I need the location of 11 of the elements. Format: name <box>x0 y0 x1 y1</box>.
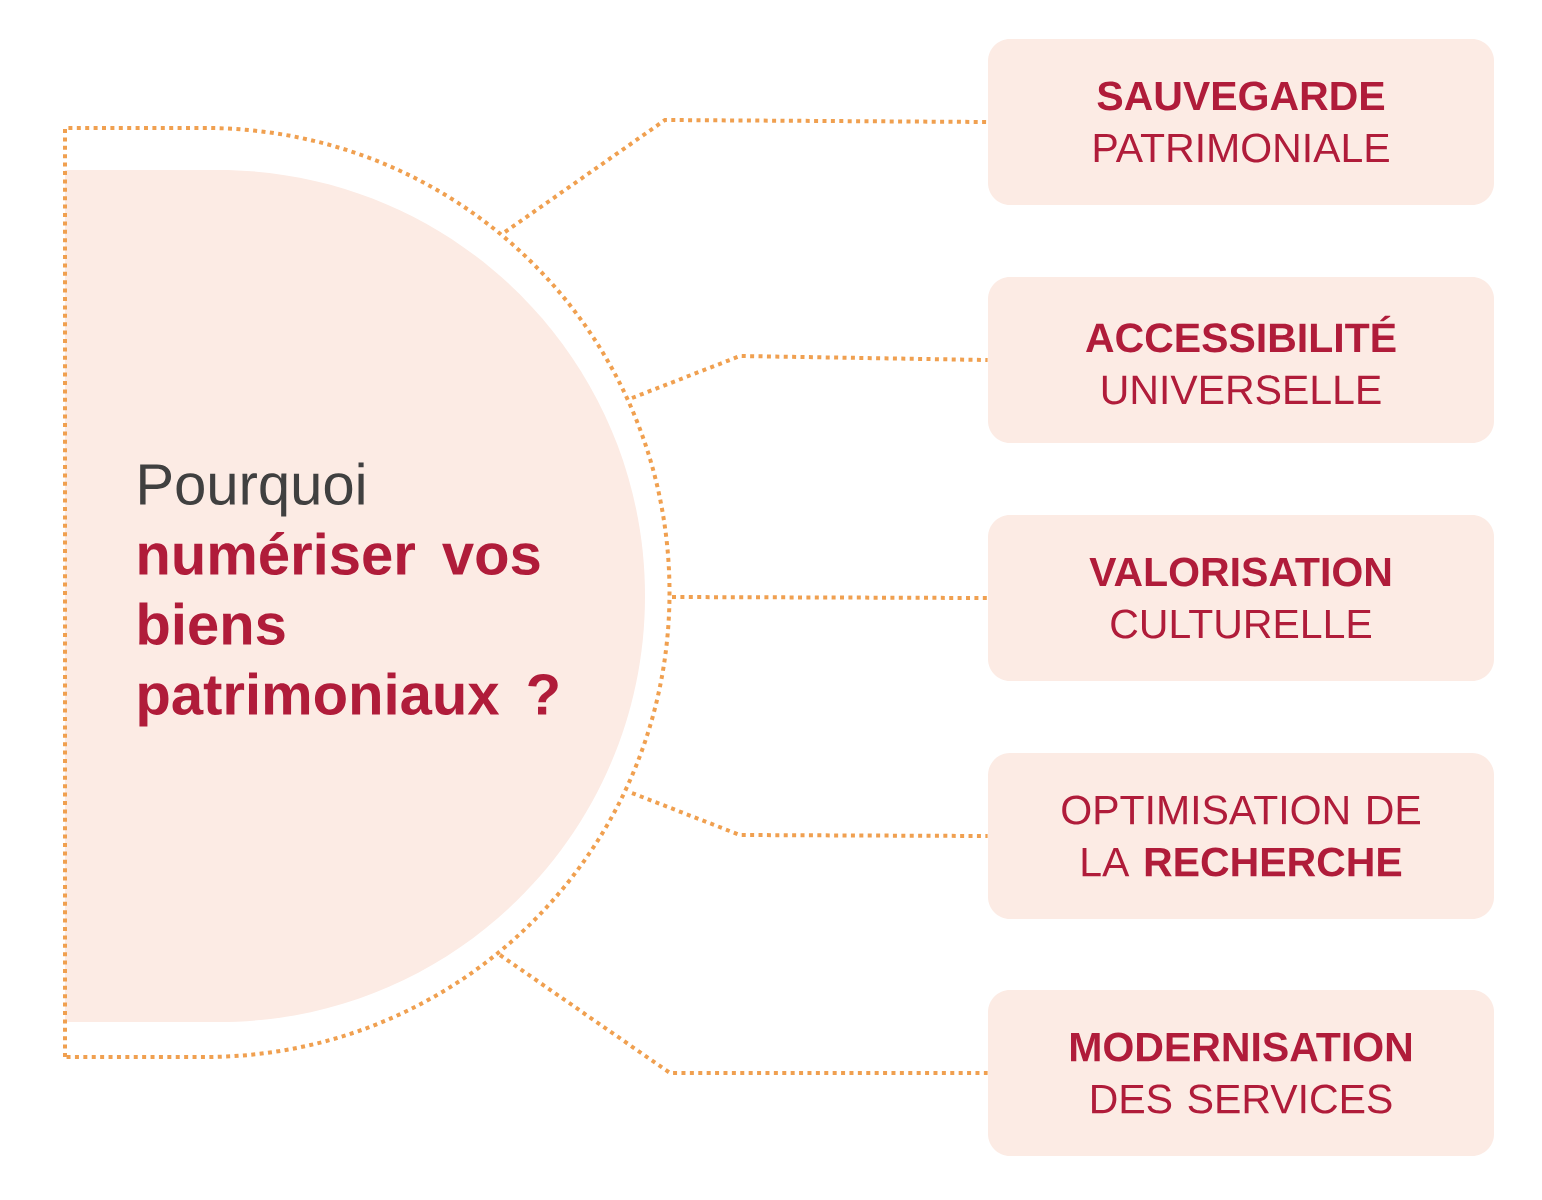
rounded-box: ACCESSIBILITÉ UNIVERSELLE <box>988 277 1494 443</box>
rounded-box: OPTIMISATION DE LA RECHERCHE <box>988 753 1494 919</box>
rounded-box: SAUVEGARDE PATRIMONIALE <box>988 39 1494 205</box>
connector-line <box>631 791 988 838</box>
connector-line <box>498 953 988 1075</box>
connector-line <box>631 354 988 400</box>
half-disc: Pourquoi numériser vos biens patrimoniaux ? <box>63 126 672 1059</box>
connector-line <box>672 595 988 600</box>
rounded-box: MODERNISATION DES SERVICES <box>988 990 1494 1156</box>
connector-line <box>503 118 988 234</box>
rounded-box: VALORISATION CULTURELLE <box>988 515 1494 681</box>
